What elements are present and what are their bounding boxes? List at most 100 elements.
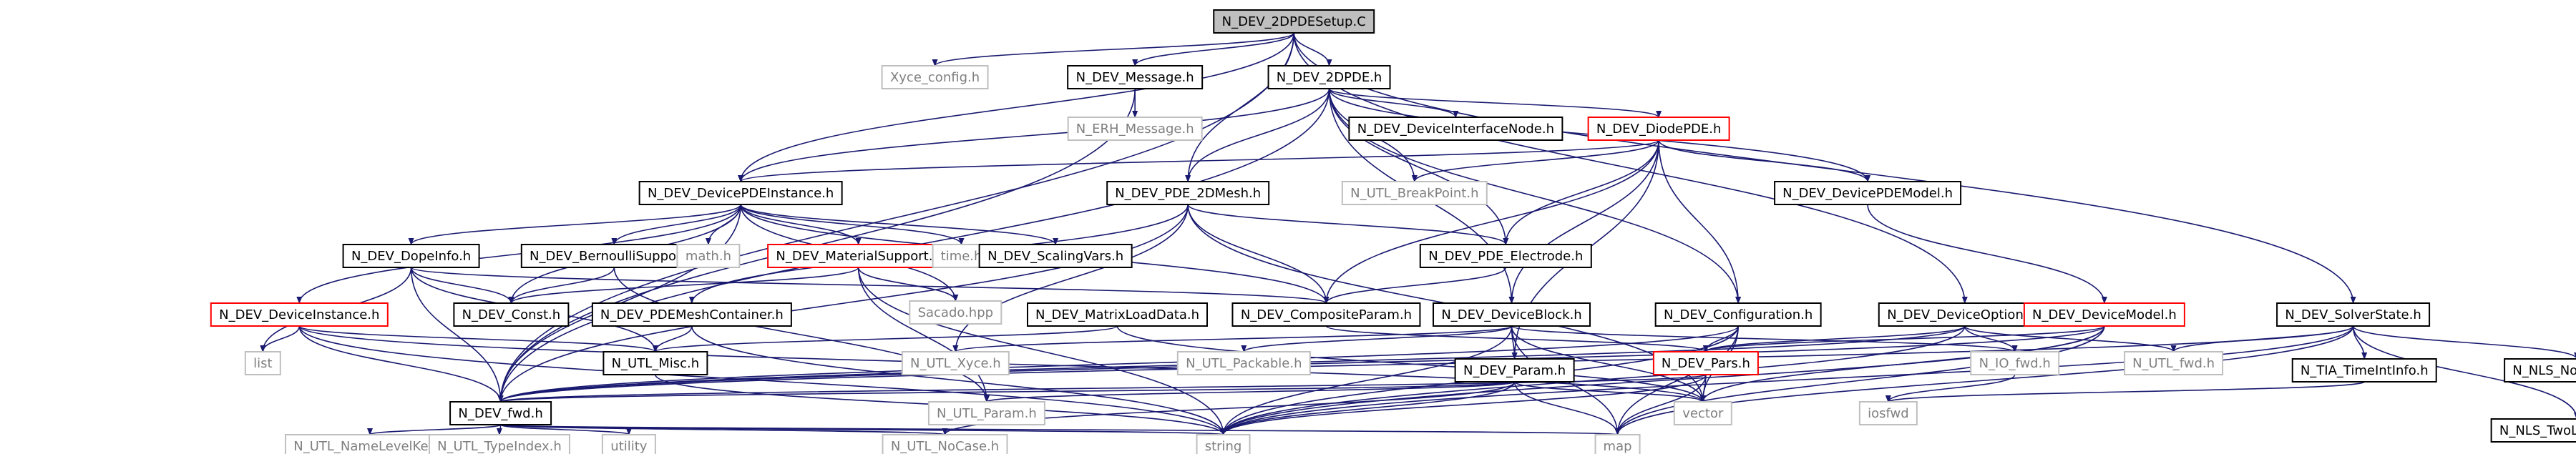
node-devpars[interactable]: N_DEV_Pars.h xyxy=(1652,351,1759,375)
node-label: N_UTL_Packable.h xyxy=(1186,356,1302,371)
node-box xyxy=(2291,358,2437,383)
edge-devpars-to-string xyxy=(1220,374,1707,435)
edge-solverstate-to-nlsnonlin xyxy=(2352,325,2576,360)
edge-pde2dmesh-to-utlxyce xyxy=(952,204,1189,352)
edge-matrixload-to-utlmisc xyxy=(653,325,1118,352)
node-xyce_config[interactable]: Xyce_config.h xyxy=(881,65,989,89)
node-solverstate[interactable]: N_DEV_SolverState.h xyxy=(2276,302,2431,327)
node-label: N_TIA_TimeIntInfo.h xyxy=(2301,363,2429,378)
edge-twodpde-to-devifnode xyxy=(1328,88,1459,118)
edge-devinstance-to-devfwd xyxy=(298,325,504,403)
node-box xyxy=(1196,434,1251,454)
node-label: N_DEV_Message.h xyxy=(1076,70,1194,85)
node-devfwd[interactable]: N_DEV_fwd.h xyxy=(449,401,552,425)
node-map[interactable]: map xyxy=(1594,434,1641,454)
node-box xyxy=(1433,302,1591,327)
node-meshcontainer[interactable]: N_DEV_PDEMeshContainer.h xyxy=(591,302,792,327)
edge-solverstate-to-devfwd xyxy=(498,325,2354,403)
node-label: N_DEV_BernoulliSupport.h xyxy=(530,249,699,264)
edge-matsupport-to-string xyxy=(857,267,1226,435)
edge-root-to-twodpde xyxy=(1293,32,1332,66)
node-box xyxy=(1774,181,1962,205)
node-breakpoint[interactable]: N_UTL_BreakPoint.h xyxy=(1341,181,1488,205)
node-devifnode[interactable]: N_DEV_DeviceInterfaceNode.h xyxy=(1348,117,1563,141)
node-pdemodel[interactable]: N_DEV_DevicePDEModel.h xyxy=(1774,181,1962,205)
node-scalingvars[interactable]: N_DEV_ScalingVars.h xyxy=(978,244,1133,268)
node-iofwd[interactable]: N_IO_fwd.h xyxy=(1970,351,2060,375)
node-utlfwd[interactable]: N_UTL_fwd.h xyxy=(2124,351,2224,375)
node-utlparam[interactable]: N_UTL_Param.h xyxy=(927,401,1045,425)
node-bernoulli[interactable]: N_DEV_BernoulliSupport.h xyxy=(520,244,708,268)
node-label: N_DEV_DevicePDEInstance.h xyxy=(648,186,834,201)
node-utlmisc[interactable]: N_UTL_Misc.h xyxy=(602,351,708,375)
node-label: Sacado.hpp xyxy=(918,305,994,320)
edge-devfwd-to-typeindex xyxy=(496,424,502,435)
node-iosfwd[interactable]: iosfwd xyxy=(1858,401,1918,425)
node-box xyxy=(449,401,552,425)
node-typeindex[interactable]: N_UTL_TypeIndex.h xyxy=(428,434,570,454)
edge-devparam-to-utlparam xyxy=(984,381,1516,403)
node-label: N_DEV_DeviceInterfaceNode.h xyxy=(1357,122,1554,137)
node-label: N_DEV_Pars.h xyxy=(1662,356,1750,371)
node-tia[interactable]: N_TIA_TimeIntInfo.h xyxy=(2291,358,2437,383)
node-diodepde[interactable]: N_DEV_DiodePDE.h xyxy=(1587,117,1730,141)
node-packable[interactable]: N_UTL_Packable.h xyxy=(1176,351,1311,375)
node-pdeinst[interactable]: N_DEV_DevicePDEInstance.h xyxy=(638,181,843,205)
node-string[interactable]: string xyxy=(1196,434,1251,454)
node-label: N_NLS_NonLinInfo.h xyxy=(2512,363,2576,378)
edge-twodpde-to-pdeinst xyxy=(738,88,1330,182)
node-matrixload[interactable]: N_DEV_MatrixLoadData.h xyxy=(1026,302,1208,327)
node-devconst[interactable]: N_DEV_Const.h xyxy=(453,302,570,327)
edge-devpars-to-map xyxy=(1614,374,1707,435)
node-vector[interactable]: vector xyxy=(1673,401,1732,425)
node-label: N_DEV_Const.h xyxy=(462,307,561,322)
node-namelevel[interactable]: N_UTL_NameLevelKey.h xyxy=(285,434,456,454)
node-sacado[interactable]: Sacado.hpp xyxy=(909,300,1002,325)
node-box xyxy=(1878,302,2051,327)
node-matsupport[interactable]: N_DEV_MaterialSupport.h xyxy=(767,244,950,268)
edge-pde2dmesh-to-compparam xyxy=(1187,204,1330,304)
node-devblock[interactable]: N_DEV_DeviceBlock.h xyxy=(1433,302,1591,327)
node-label: list xyxy=(253,356,272,371)
node-nlsnonlin[interactable]: N_NLS_NonLinInfo.h xyxy=(2504,358,2576,383)
edge-root-to-message xyxy=(1132,32,1295,66)
edge-configuration-to-devfwd xyxy=(497,325,1739,403)
node-devoptions[interactable]: N_DEV_DeviceOptions.h xyxy=(1878,302,2051,327)
edge-pdemodel-to-devmodel xyxy=(1867,204,2107,304)
node-nlstwolevel[interactable]: N_NLS_TwoLevelEnum.h xyxy=(2490,418,2576,443)
edge-devmodel-to-string xyxy=(1220,325,2105,435)
node-devparam[interactable]: N_DEV_Param.h xyxy=(1454,358,1575,383)
edge-bernoulli-to-utlparam xyxy=(613,267,990,403)
node-dopeinfo[interactable]: N_DEV_DopeInfo.h xyxy=(342,244,480,268)
node-pde2dmesh[interactable]: N_DEV_PDE_2DMesh.h xyxy=(1106,181,1270,205)
node-list[interactable]: list xyxy=(244,351,281,375)
node-message[interactable]: N_DEV_Message.h xyxy=(1067,65,1204,89)
edge-bernoulli-to-devconst xyxy=(508,267,615,304)
node-label: N_DEV_DopeInfo.h xyxy=(351,249,471,264)
node-box xyxy=(591,302,792,327)
node-configuration[interactable]: N_DEV_Configuration.h xyxy=(1654,302,1822,327)
node-root[interactable]: N_DEV_2DPDESetup.C xyxy=(1213,9,1375,34)
node-label: N_ERH_Message.h xyxy=(1076,122,1194,137)
edge-devpars-to-devfwd xyxy=(498,374,1707,403)
node-label: N_DEV_DeviceInstance.h xyxy=(219,307,379,322)
node-box xyxy=(453,302,570,327)
edge-devmodel-to-devpars xyxy=(1703,325,2105,352)
node-mathh[interactable]: math.h xyxy=(676,244,741,268)
node-erh[interactable]: N_ERH_Message.h xyxy=(1067,117,1203,141)
edge-devblock-to-packable xyxy=(1241,325,1513,352)
node-pdeelectrode[interactable]: N_DEV_PDE_Electrode.h xyxy=(1419,244,1592,268)
edge-devoptions-to-string xyxy=(1220,325,1966,435)
node-box xyxy=(1348,117,1563,141)
node-utility[interactable]: utility xyxy=(601,434,656,454)
node-box xyxy=(1231,302,1421,327)
node-utlxyce[interactable]: N_UTL_Xyce.h xyxy=(901,351,1010,375)
node-twodpde[interactable]: N_DEV_2DPDE.h xyxy=(1267,65,1391,89)
node-box xyxy=(1673,401,1732,425)
node-devmodel[interactable]: N_DEV_DeviceModel.h xyxy=(2023,302,2185,327)
node-devinstance[interactable]: N_DEV_DeviceInstance.h xyxy=(210,302,389,327)
node-nocase[interactable]: N_UTL_NoCase.h xyxy=(882,434,1008,454)
node-box xyxy=(1106,181,1270,205)
node-compparam[interactable]: N_DEV_CompositeParam.h xyxy=(1231,302,1421,327)
edge-diodepde-to-pdemodel xyxy=(1658,139,1870,182)
